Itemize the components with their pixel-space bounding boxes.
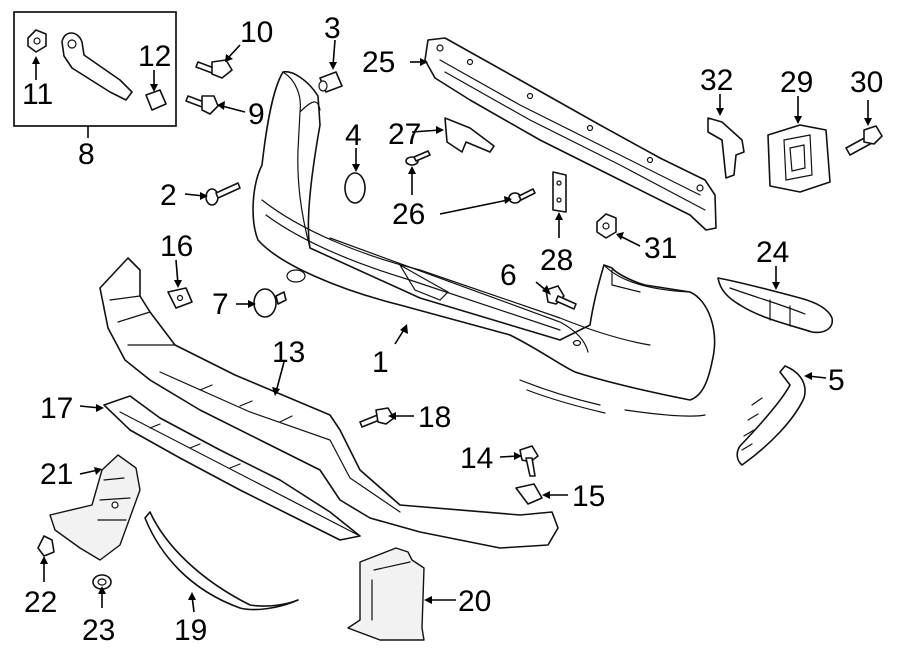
part-6-bolt: [545, 285, 577, 310]
part-screw-27-area: [405, 150, 431, 166]
part-10-bolt: [195, 59, 233, 79]
part-11-nut: [27, 29, 47, 53]
part-19-trim-strip: [144, 511, 299, 611]
callout-16: 16: [160, 230, 193, 263]
part-5-side-trim: [736, 365, 806, 466]
part-7-cover: [253, 288, 287, 318]
part-8-bracket: [61, 32, 133, 101]
callout-31: 31: [644, 232, 677, 265]
callout-4: 4: [345, 119, 362, 152]
callout-10: 10: [240, 16, 273, 49]
callout-26: 26: [392, 198, 425, 231]
callout-23: 23: [82, 614, 115, 647]
part-27-bracket: [444, 117, 495, 153]
part-12-clip: [145, 89, 167, 111]
callout-28: 28: [540, 244, 573, 277]
callout-13: 13: [272, 336, 305, 369]
part-16-clip: [167, 287, 193, 309]
part-22-clip: [37, 535, 55, 557]
part-15-clip: [515, 483, 543, 505]
callout-30: 30: [850, 66, 883, 99]
part-25-reinforcement-beam: [424, 37, 717, 231]
part-14-bolt: [519, 445, 539, 477]
callout-21: 21: [40, 458, 73, 491]
callout-7: 7: [212, 288, 229, 321]
callout-25: 25: [362, 46, 395, 79]
part-32-bracket: [707, 117, 745, 179]
callout-18: 18: [418, 401, 451, 434]
callout-5: 5: [828, 364, 845, 397]
part-20-splash-shield: [347, 547, 425, 641]
callout-17: 17: [40, 392, 73, 425]
callout-20: 20: [458, 585, 491, 618]
callout-32: 32: [700, 64, 733, 97]
part-3-grommet: [318, 71, 343, 93]
callout-29: 29: [780, 66, 813, 99]
part-17-deflector: [103, 395, 361, 541]
part-28-bracket: [552, 171, 567, 213]
callout-27: 27: [388, 118, 421, 151]
part-2-push-pin: [205, 182, 241, 206]
callout-19: 19: [174, 614, 207, 647]
callout-12: 12: [138, 40, 171, 73]
callout-24: 24: [756, 236, 789, 269]
part-1-bumper-cover: [252, 71, 716, 417]
callout-6: 6: [500, 259, 517, 292]
callout-2: 2: [160, 179, 177, 212]
part-29-sensor-bracket: [767, 124, 831, 193]
callout-22: 22: [24, 586, 57, 619]
callout-1: 1: [372, 346, 389, 379]
callout-15: 15: [572, 480, 605, 513]
part-4-cap: [344, 172, 366, 204]
callout-14: 14: [460, 442, 493, 475]
callout-9: 9: [248, 98, 265, 131]
part-30-bolt: [845, 125, 883, 156]
part-31-nut: [596, 213, 617, 239]
callout-11: 11: [22, 78, 53, 111]
callout-3: 3: [324, 12, 341, 45]
kit-box-part-8: [13, 11, 177, 127]
part-18-bolt: [359, 407, 395, 428]
part-24-reflector: [717, 277, 834, 334]
part-9-bolt: [185, 95, 219, 115]
part-13-lower-valance: [99, 257, 559, 549]
part-21-bracket: [49, 454, 141, 561]
callout-8: 8: [78, 138, 95, 171]
part-23-grommet: [92, 574, 112, 590]
part-26-push-pin: [508, 188, 536, 204]
